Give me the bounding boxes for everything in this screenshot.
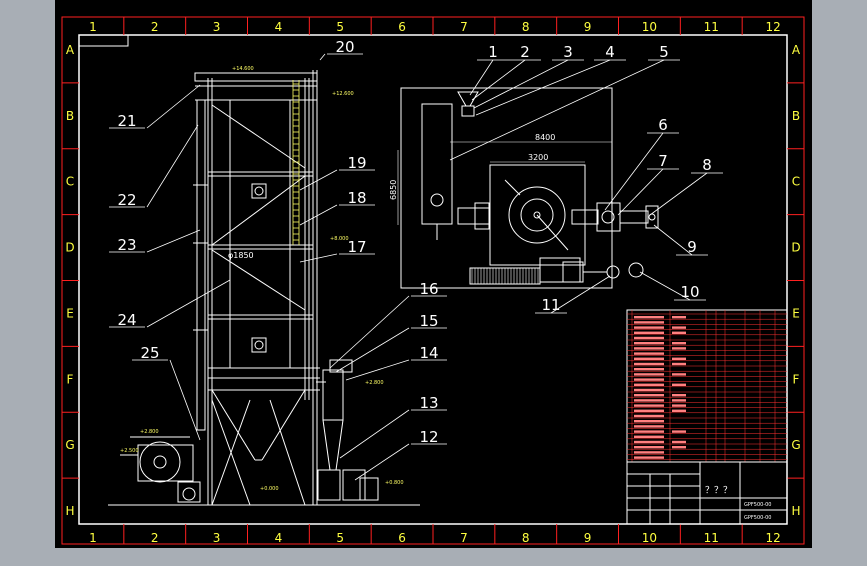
column-label-bottom: 12 — [765, 531, 780, 545]
column-label-bottom: 8 — [522, 531, 530, 545]
row-label-left: A — [66, 43, 75, 57]
callout-label: 23 — [117, 236, 136, 254]
column-label-bottom: 5 — [336, 531, 344, 545]
callout-label: 2 — [520, 43, 530, 61]
svg-text:+0.800: +0.800 — [385, 480, 404, 486]
svg-text:+12.600: +12.600 — [332, 91, 354, 97]
svg-text:+2.500: +2.500 — [120, 448, 139, 454]
callout-label: 9 — [687, 238, 697, 256]
callout-label: 7 — [658, 152, 668, 170]
drawing-canvas — [55, 0, 812, 548]
column-label-bottom: 7 — [460, 531, 468, 545]
row-label-left: G — [65, 438, 74, 452]
callout-label: 10 — [680, 283, 699, 301]
dim-6850: 6850 — [389, 180, 398, 200]
column-label-bottom: 2 — [151, 531, 159, 545]
callout-label: 20 — [335, 38, 354, 56]
svg-text:+2.800: +2.800 — [140, 429, 159, 435]
dim-8400: 8400 — [535, 133, 555, 142]
title-block-title: ？？？ — [705, 486, 732, 496]
row-label-right: D — [791, 241, 800, 255]
callout-label: 24 — [117, 311, 136, 329]
callout-label: 18 — [347, 189, 366, 207]
callout-label: 22 — [117, 191, 136, 209]
callout-label: 3 — [563, 43, 573, 61]
column-label-bottom: 1 — [89, 531, 97, 545]
column-label-top: 7 — [460, 20, 468, 34]
callout-label: 1 — [488, 43, 498, 61]
row-label-left: E — [66, 306, 74, 320]
row-label-right: F — [793, 372, 800, 386]
chamber-diameter-label: φ1850 — [228, 251, 254, 260]
callout-label: 19 — [347, 154, 366, 172]
callout-label: 25 — [140, 344, 159, 362]
row-label-left: F — [67, 372, 74, 386]
callout-label: 11 — [541, 296, 560, 314]
row-label-left: D — [65, 241, 74, 255]
dim-3200: 3200 — [528, 153, 548, 162]
column-label-bottom: 11 — [704, 531, 719, 545]
column-label-top: 8 — [522, 20, 530, 34]
callout-label: 8 — [702, 156, 712, 174]
callout-label: 21 — [117, 112, 136, 130]
callout-label: 15 — [419, 312, 438, 330]
svg-text:+14.600: +14.600 — [232, 66, 254, 72]
row-label-right: H — [791, 504, 800, 518]
callout-label: 13 — [419, 394, 438, 412]
column-label-top: 4 — [275, 20, 283, 34]
callout-label: 14 — [419, 344, 438, 362]
column-label-top: 10 — [642, 20, 657, 34]
column-label-top: 9 — [584, 20, 592, 34]
row-label-left: C — [66, 175, 74, 189]
column-label-bottom: 4 — [275, 531, 283, 545]
column-label-top: 1 — [89, 20, 97, 34]
row-label-left: B — [66, 109, 74, 123]
column-label-top: 6 — [398, 20, 406, 34]
callout-label: 16 — [419, 280, 438, 298]
column-label-top: 12 — [765, 20, 780, 34]
row-label-right: E — [792, 306, 800, 320]
row-label-right: B — [792, 109, 800, 123]
row-label-left: H — [65, 504, 74, 518]
svg-text:+2.800: +2.800 — [365, 380, 384, 386]
column-label-top: 3 — [213, 20, 221, 34]
title-block-drawing-no-1: GPF500-00 — [744, 502, 771, 508]
row-label-right: A — [792, 43, 801, 57]
callout-label: 4 — [605, 43, 615, 61]
column-label-top: 5 — [336, 20, 344, 34]
column-label-top: 11 — [704, 20, 719, 34]
column-label-bottom: 10 — [642, 531, 657, 545]
column-label-bottom: 6 — [398, 531, 406, 545]
row-label-right: G — [791, 438, 800, 452]
column-label-bottom: 3 — [213, 531, 221, 545]
svg-text:+0.000: +0.000 — [260, 486, 279, 492]
column-label-top: 2 — [151, 20, 159, 34]
row-label-right: C — [792, 175, 800, 189]
callout-label: 12 — [419, 428, 438, 446]
title-block-drawing-no-2: GPF500-00 — [744, 515, 771, 521]
callout-label: 5 — [659, 43, 669, 61]
callout-label: 17 — [347, 238, 366, 256]
column-label-bottom: 9 — [584, 531, 592, 545]
svg-text:+8.000: +8.000 — [330, 236, 349, 242]
callout-label: 6 — [658, 116, 668, 134]
